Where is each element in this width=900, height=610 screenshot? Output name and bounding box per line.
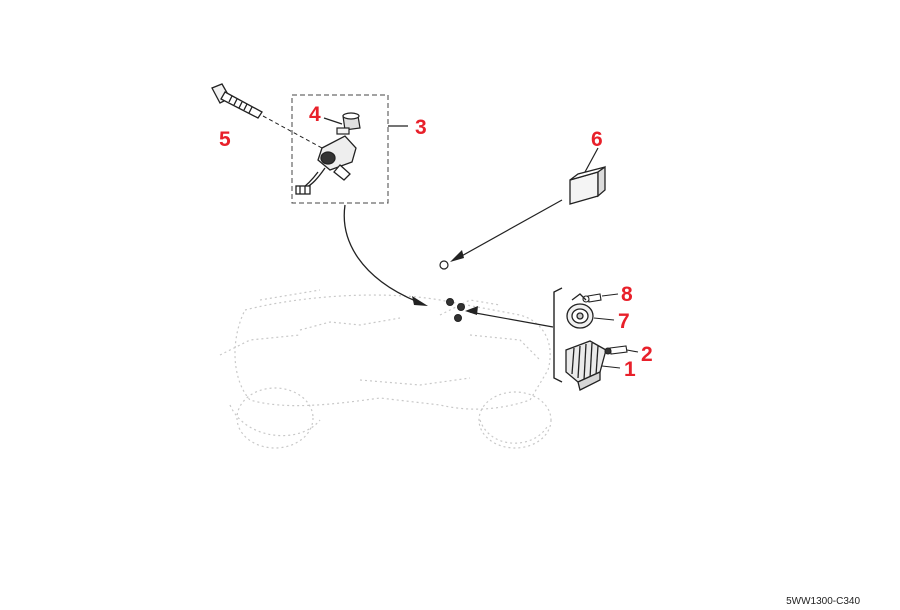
box-to-vehicle-arrowhead bbox=[412, 296, 428, 306]
part-2-bolt bbox=[604, 345, 628, 355]
relay-arrowhead bbox=[450, 250, 464, 262]
bracket-group-leader bbox=[469, 311, 554, 328]
part-7-leader bbox=[593, 317, 615, 321]
group-bracket bbox=[553, 287, 563, 383]
mounting-nuts-cluster bbox=[446, 298, 465, 322]
vehicle-ghost-outline bbox=[219, 289, 552, 449]
bracket-group-arrowhead bbox=[465, 306, 478, 315]
part-8-leader bbox=[601, 293, 619, 297]
part-4-leader bbox=[323, 117, 343, 125]
part-2-leader bbox=[626, 349, 639, 353]
part-7-horn bbox=[566, 293, 594, 329]
part-3-assembly-box bbox=[291, 94, 389, 204]
callout-1: 1 bbox=[624, 358, 636, 381]
callout-5: 5 bbox=[219, 128, 231, 151]
part-4-key bbox=[336, 112, 361, 135]
callout-7: 7 bbox=[618, 310, 630, 333]
part-8-screw bbox=[582, 293, 602, 303]
relay-to-vehicle-line bbox=[457, 199, 563, 259]
part-5-bolt bbox=[211, 83, 263, 119]
main-switch-body bbox=[295, 135, 357, 195]
part-6-relay bbox=[569, 165, 606, 205]
box-to-vehicle-arrow bbox=[343, 204, 419, 303]
diagram-reference-code: 5WW1300-C340 bbox=[786, 596, 860, 607]
part-1-leader bbox=[601, 365, 621, 369]
part-6-leader bbox=[584, 147, 599, 173]
callout-3: 3 bbox=[415, 116, 427, 139]
callout-8: 8 bbox=[621, 283, 633, 306]
part-1-regulator bbox=[565, 340, 607, 391]
callout-2: 2 bbox=[641, 343, 653, 366]
callout-6: 6 bbox=[591, 128, 603, 151]
small-nut-near-relay bbox=[439, 260, 449, 270]
callout-4: 4 bbox=[309, 103, 321, 126]
